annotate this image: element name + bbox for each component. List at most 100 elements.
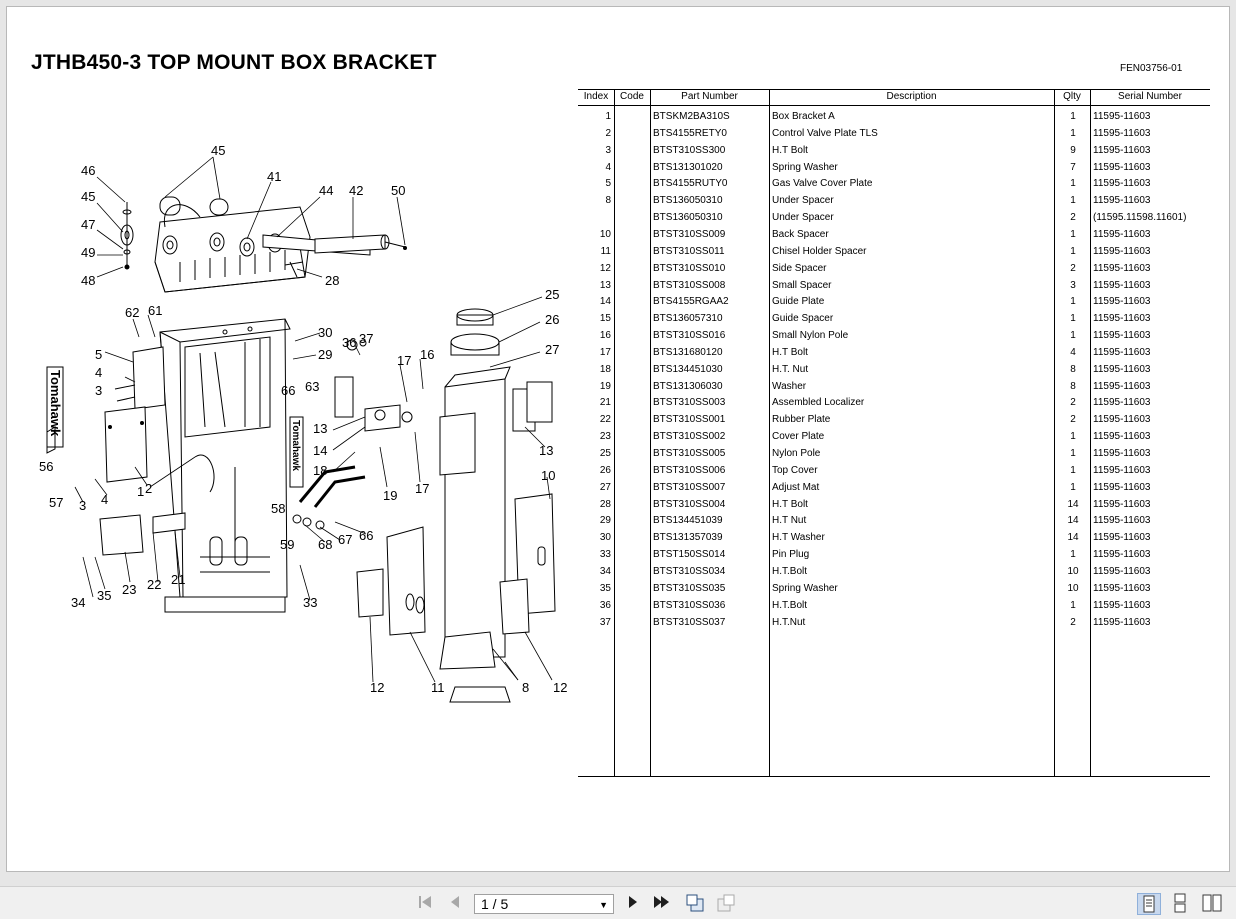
cell-index: 21 [599, 397, 611, 409]
cell-index: 14 [599, 296, 611, 308]
viewer-toolbar: 1 / 5 ▼ [0, 886, 1236, 919]
cell-description: Guide Plate [772, 296, 825, 308]
header-code: Code [620, 91, 644, 102]
cell-description: Gas Valve Cover Plate [772, 178, 873, 190]
callout-33: 33 [303, 595, 317, 610]
rotate-left-icon[interactable] [683, 893, 707, 915]
callout-42: 45 [211, 143, 225, 158]
cell-qty: 10 [1067, 582, 1079, 594]
header-part-number: Part Number [681, 91, 738, 102]
callout-48: 48 [81, 273, 95, 288]
callout-23: 23 [122, 582, 136, 597]
callout-1: 1 [137, 484, 144, 499]
callout-17: 17 [415, 481, 429, 496]
prev-page-icon[interactable] [444, 893, 466, 915]
cell-part-number: BTS4155RGAA2 [653, 296, 729, 308]
cell-description: Cover Plate [772, 431, 825, 443]
cell-qty: 1 [1070, 313, 1076, 325]
cell-part-number: BTST310SS009 [653, 228, 726, 240]
cell-description: H.T Nut [772, 515, 807, 527]
cell-part-number: BTST310SS003 [653, 397, 726, 409]
first-page-icon[interactable] [414, 893, 436, 915]
cell-description: Washer [772, 380, 807, 392]
cell-index: 22 [599, 414, 611, 426]
cell-description: Chisel Holder Spacer [772, 245, 867, 257]
cell-part-number: BTS4155RUTY0 [653, 178, 728, 190]
cell-description: Pin Plug [772, 549, 810, 561]
cell-serial-number: 11595-11603 [1093, 616, 1151, 628]
callout-28: 28 [325, 273, 339, 288]
next-page-icon[interactable] [622, 893, 644, 915]
callout-25: 25 [545, 287, 559, 302]
cell-qty: 1 [1070, 599, 1076, 611]
cell-serial-number: 11595-11603 [1093, 498, 1151, 510]
cell-qty: 1 [1070, 111, 1076, 122]
cell-serial-number: 11595-11603 [1093, 363, 1151, 375]
cell-part-number: BTST310SS037 [653, 616, 726, 628]
cell-index: 35 [599, 582, 611, 594]
page-number-select[interactable]: 1 / 5 ▼ [474, 894, 614, 914]
cell-part-number: BTST310SS035 [653, 582, 726, 594]
two-page-view-icon[interactable] [1201, 893, 1225, 915]
callout-15: 16 [420, 347, 434, 362]
cell-part-number: BTS131680120 [653, 346, 723, 358]
cell-qty: 1 [1070, 127, 1076, 139]
callout-30: 30 [318, 325, 332, 340]
callout-18: 18 [313, 463, 327, 478]
cell-description: H.T Bolt [772, 346, 808, 358]
cell-qty: 2 [1070, 262, 1076, 274]
cell-index: 11 [600, 245, 611, 257]
cell-qty: 2 [1070, 397, 1076, 409]
cell-qty: 1 [1070, 195, 1076, 207]
callout-57: 57 [49, 495, 63, 510]
continuous-view-icon[interactable] [1169, 893, 1193, 915]
cell-part-number: BTST310SS034 [653, 565, 726, 577]
cell-qty: 14 [1067, 515, 1079, 527]
hoses-drawing [292, 339, 413, 530]
cell-part-number: BTST310SS036 [653, 599, 726, 611]
cell-qty: 2 [1070, 414, 1076, 426]
cell-serial-number: 11595-11603 [1093, 346, 1151, 358]
cell-qty: 2 [1070, 616, 1076, 628]
callout-labels: 45 41 44 42 50 46 45 47 49 48 28 25 26 2… [39, 143, 567, 695]
cell-description: Side Spacer [772, 262, 827, 274]
cell-description: H.T.Nut [772, 616, 806, 628]
callout-11: 11 [431, 680, 445, 695]
side-plates-drawing [99, 346, 186, 556]
spacers-drawing [356, 493, 556, 670]
rotate-right-icon[interactable] [714, 893, 738, 915]
page-title: JTHB450-3 TOP MOUNT BOX BRACKET [31, 51, 437, 74]
callout-26: 26 [545, 312, 559, 327]
cell-serial-number: 11595-11603 [1093, 565, 1151, 577]
callout-63: 66 [281, 383, 295, 398]
cell-part-number: BTST310SS300 [653, 144, 726, 156]
single-page-view-icon[interactable] [1137, 893, 1161, 915]
cell-qty: 1 [1070, 481, 1076, 493]
cell-description: Top Cover [772, 464, 818, 476]
cell-description: Rubber Plate [772, 414, 831, 426]
callout-61: 62 [125, 305, 139, 320]
cell-description: Under Spacer [772, 212, 834, 224]
callout-62: 63 [305, 379, 319, 394]
cell-serial-number: 11595-11603 [1093, 262, 1151, 274]
cell-description: H.T Bolt [772, 498, 808, 510]
callout-59: 59 [280, 537, 294, 552]
callout-10: 10 [541, 468, 555, 483]
cell-qty: 8 [1070, 363, 1076, 375]
cell-qty: 1 [1070, 431, 1076, 443]
cell-index: 25 [599, 448, 611, 459]
header-qty: Qlty [1063, 91, 1081, 102]
cell-description: Control Valve Plate TLS [772, 127, 878, 139]
last-page-icon[interactable] [650, 893, 674, 915]
cell-serial-number: 11595-11603 [1093, 144, 1151, 156]
cell-description: Back Spacer [772, 228, 829, 240]
